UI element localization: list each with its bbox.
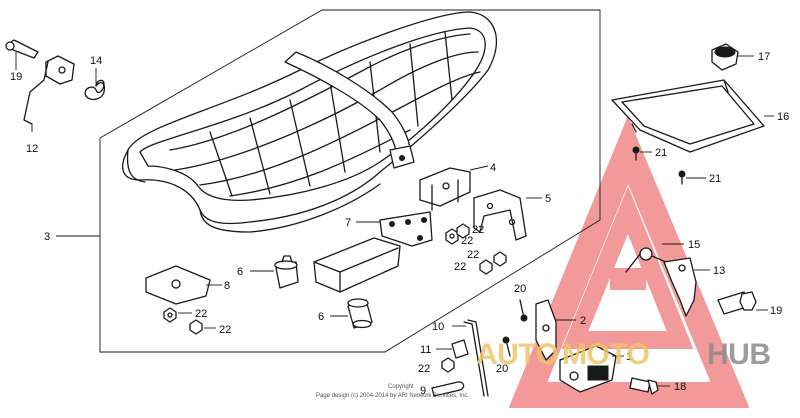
watermark-text: AUTO MOTO HUB [476, 338, 771, 371]
part-spring-15 [625, 247, 667, 273]
label-4: 4 [490, 162, 496, 174]
part-cushion-6b [347, 298, 373, 329]
label-18: 18 [674, 381, 686, 393]
label-1: 1 [626, 351, 632, 363]
part-hook-12 [23, 55, 75, 125]
label-15: 15 [688, 239, 700, 251]
label-11: 11 [420, 344, 431, 356]
part-bolt-19b [717, 291, 757, 315]
part-bracket-5 [473, 189, 527, 241]
label-21-a: 21 [655, 147, 667, 159]
label-5: 5 [545, 193, 551, 205]
label-10: 10 [432, 321, 444, 333]
watermark-moto: MOTO [562, 338, 650, 371]
label-8: 8 [224, 280, 230, 292]
part-lock-1 [559, 345, 617, 393]
label-22-c: 22 [467, 249, 479, 261]
label-20-b: 20 [496, 363, 508, 375]
label-17: 17 [758, 51, 770, 63]
label-22-f: 22 [219, 324, 231, 336]
copyright-line-1: Copyright [388, 384, 414, 390]
part-nut-22d [479, 259, 493, 275]
label-21-b: 21 [709, 173, 721, 185]
part-nut-22b [456, 223, 470, 239]
part-latch-13 [663, 257, 697, 317]
part-cable-10 [463, 319, 489, 397]
label-20-a: 20 [514, 283, 526, 295]
label-9: 9 [420, 385, 426, 397]
label-7: 7 [345, 217, 351, 229]
label-22-d: 22 [454, 261, 466, 273]
part-cushion-6a [274, 255, 299, 289]
part-bracket-2 [535, 299, 557, 361]
label-22-b: 22 [472, 224, 484, 236]
watermark-hub: HUB [707, 338, 771, 371]
label-3: 3 [44, 231, 50, 243]
copyright-line-2: Page design (c) 2004-2014 by ARI Network… [316, 393, 469, 399]
part-bolt-21b [678, 170, 686, 185]
part-bolt-20a [519, 299, 528, 322]
part-grommet-17 [711, 43, 739, 71]
label-12: 12 [26, 143, 38, 155]
label-16: 16 [777, 111, 789, 123]
seat-assembly-frame [99, 9, 601, 353]
label-6-a: 6 [237, 266, 243, 278]
part-nut-22a [445, 228, 459, 245]
part-clip-11 [451, 339, 469, 359]
label-19-a: 19 [10, 71, 22, 83]
part-strip-7 [379, 211, 433, 247]
part-bolt-18 [629, 377, 659, 395]
part-nut-22g [441, 357, 455, 373]
part-cable-9 [431, 381, 465, 397]
part-bolt-21a [632, 146, 640, 161]
part-spring-14 [84, 79, 106, 101]
label-19-b: 19 [770, 305, 782, 317]
part-nut-22f [189, 319, 203, 335]
label-6-b: 6 [318, 311, 324, 323]
label-13: 13 [713, 265, 725, 277]
part-pad-block [313, 237, 401, 293]
part-bolt-19a [5, 39, 39, 59]
part-bolt-20b [502, 336, 511, 357]
part-nut-22c [493, 251, 507, 267]
seat-cushion [122, 11, 497, 233]
label-22-e: 22 [195, 308, 207, 320]
label-22-g: 22 [418, 363, 430, 375]
part-bracket-4 [419, 167, 471, 211]
part-nut-22e [163, 307, 177, 323]
label-14: 14 [90, 55, 102, 67]
label-2: 2 [580, 315, 586, 327]
part-plate-8 [145, 265, 211, 305]
watermark-auto: AUTO [476, 338, 559, 371]
part-tray-16 [611, 79, 765, 153]
